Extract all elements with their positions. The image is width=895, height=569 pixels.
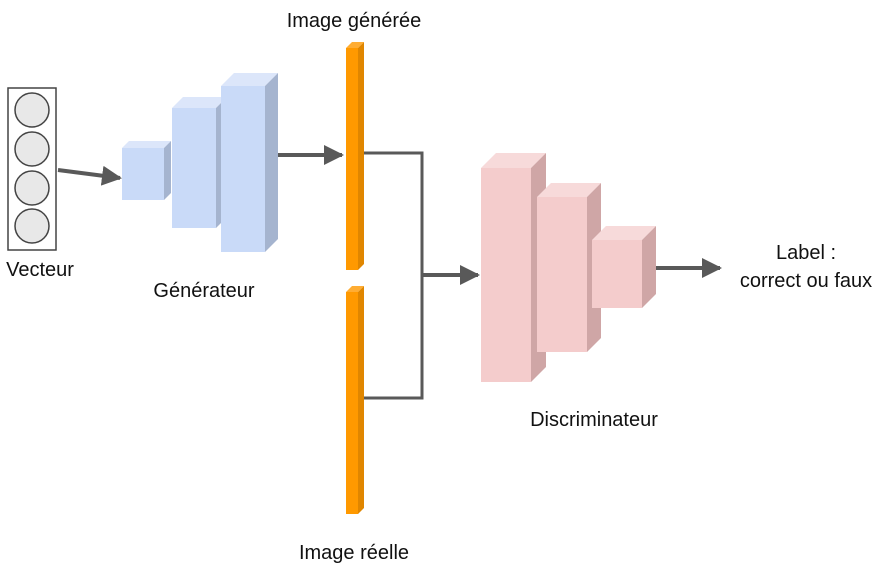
connector-generated-image [362, 151, 424, 275]
generator-block-2 [172, 97, 227, 228]
vector-node-3 [14, 170, 50, 206]
vector-node-2 [14, 131, 50, 167]
vector-node-4 [14, 208, 50, 244]
discriminator-block-1 [481, 153, 546, 382]
vector-nodes [14, 92, 50, 244]
output-label-line1: Label : [776, 242, 836, 264]
generator-label: Générateur [153, 280, 255, 302]
discriminator-block-3 [592, 226, 656, 308]
vector-node-1 [14, 92, 50, 128]
connector-real-image [362, 275, 424, 400]
real-image-label: Image réelle [299, 542, 409, 564]
generated-image-bar [346, 42, 364, 270]
generator-network [122, 73, 278, 252]
generated-image-label: Image générée [287, 10, 422, 32]
generator-block-1 [122, 141, 171, 200]
output-label-line2: correct ou faux [740, 270, 872, 292]
discriminator-network [481, 153, 656, 382]
vector-label: Vecteur [6, 259, 74, 281]
real-image-bar [346, 286, 364, 514]
discriminator-block-2 [537, 183, 601, 352]
connectors [57, 145, 722, 400]
discriminator-label: Discriminateur [530, 409, 658, 431]
generator-block-3 [221, 73, 278, 252]
input-vector [7, 87, 57, 251]
arrow-vector-to-generator [57, 165, 122, 186]
